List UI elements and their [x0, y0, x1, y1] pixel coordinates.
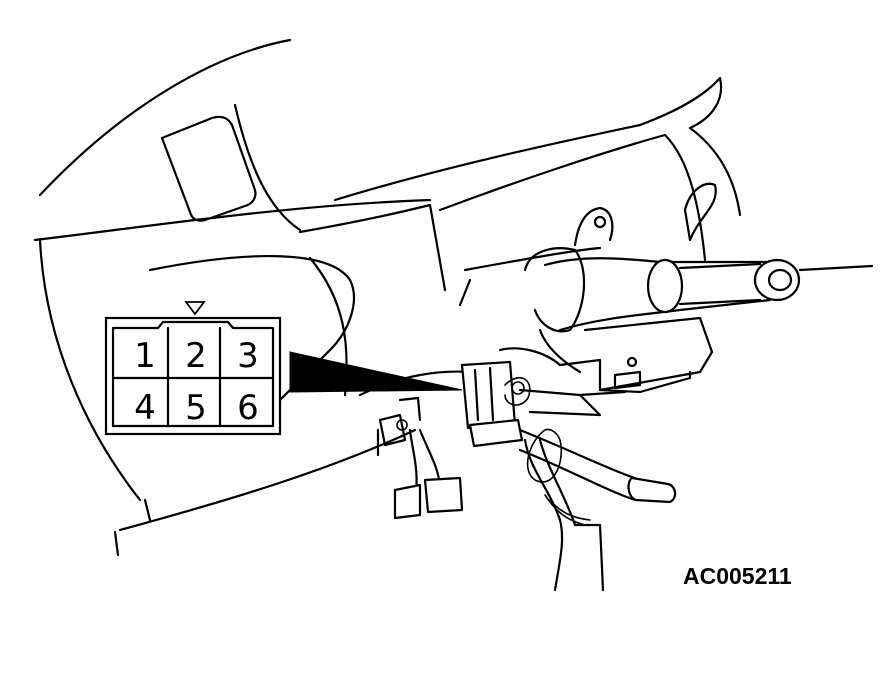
switch-connector	[460, 360, 531, 448]
pin-6-label: 6	[237, 388, 259, 428]
triangle-down-icon	[184, 301, 206, 316]
wiring-harness	[376, 396, 605, 592]
figure-code: AC005211	[683, 563, 792, 589]
pin-1-label: 1	[134, 336, 156, 376]
combination-switch-lever	[518, 428, 677, 504]
pin-2-label: 2	[185, 336, 207, 376]
dashboard-outline	[33, 38, 742, 557]
steering-column	[458, 182, 874, 417]
pin-3-label: 3	[237, 336, 259, 376]
dash-panel	[160, 115, 257, 222]
pin-4-label: 4	[134, 388, 156, 428]
leader-pointer	[289, 351, 463, 393]
pin-5-label: 5	[185, 388, 207, 428]
connector-pinout: 1 2 3 4 5 6	[104, 301, 282, 436]
